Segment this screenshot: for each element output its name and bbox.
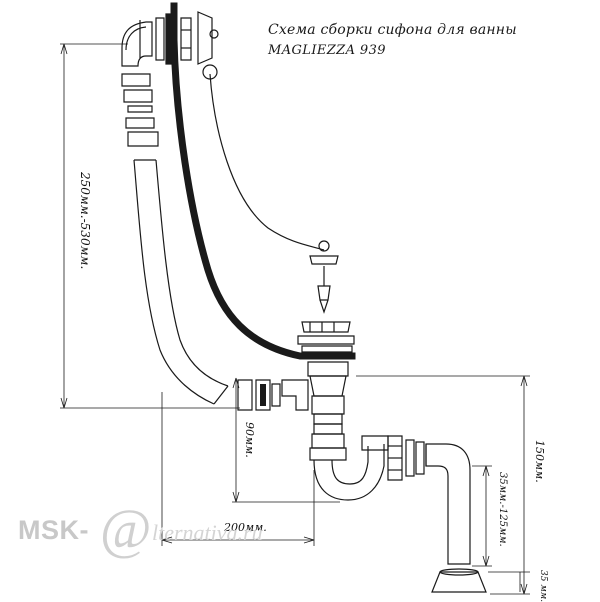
title-line-2: MAGLIEZZA 939	[268, 43, 386, 58]
siphon-body	[308, 362, 348, 460]
drain-cable	[174, 6, 352, 356]
drain-grate	[298, 322, 354, 352]
dimension-lines	[60, 44, 530, 594]
overflow-hose	[134, 160, 228, 404]
overflow-connector	[238, 380, 308, 410]
dim-total-height: 150мм.	[533, 440, 546, 483]
overflow-elbow	[122, 20, 152, 66]
title-line-1: Схема сборки сифона для ванны	[268, 22, 517, 38]
dim-outlet-drop: 90мм.	[243, 422, 256, 458]
dim-base-height: 35 мм.	[538, 570, 548, 602]
trap-nut	[388, 436, 424, 480]
u-trap	[314, 436, 388, 500]
dim-overflow-height: 250мм.-530мм.	[78, 172, 92, 270]
overflow-flange	[156, 12, 218, 64]
watermark-prefix: MSK-	[18, 515, 89, 545]
plug-chain	[210, 74, 324, 250]
dim-elbow-range: 35мм.-125мм.	[497, 472, 508, 547]
outlet-elbow	[426, 444, 470, 564]
reducer-cone	[432, 569, 486, 592]
drain-plug	[310, 241, 338, 312]
diagram-title: Схема сборки сифона для ванны MAGLIEZZA …	[268, 22, 517, 58]
overflow-washers	[122, 74, 158, 146]
dim-drain-to-outlet: 200мм.	[224, 521, 267, 534]
watermark-at-logo: @	[100, 499, 152, 561]
watermark-site: lternativa.ru	[152, 520, 263, 545]
chain-ring	[203, 65, 217, 79]
